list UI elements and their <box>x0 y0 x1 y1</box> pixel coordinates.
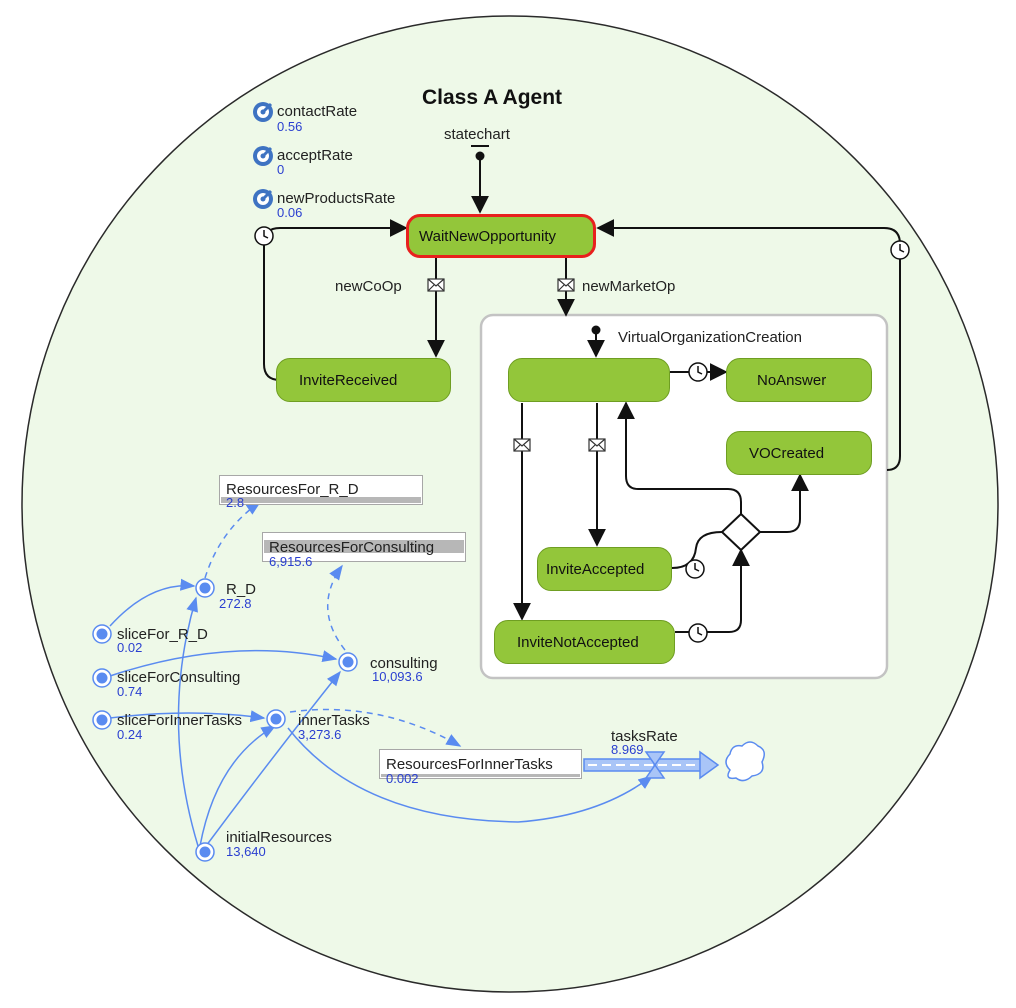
parameter-contact-rate-value: 0.56 <box>277 119 303 134</box>
cloud-sink-icon <box>725 741 765 782</box>
slice-for-inner-tasks-name[interactable]: sliceForInnerTasks <box>117 712 243 729</box>
dynamic-variable-resources-for-r-d-name: ResourcesFor_R_D <box>226 481 359 498</box>
envelope-icon <box>427 278 445 292</box>
agent-title: Class A Agent <box>422 86 563 109</box>
flow-r-d-value: 272.8 <box>219 596 252 611</box>
dynamic-variable-resources-for-r-d[interactable] <box>219 475 423 505</box>
parameter-icon <box>253 102 273 122</box>
parameter-icon <box>253 189 273 209</box>
parameter-accept-rate[interactable]: acceptRate <box>277 147 353 164</box>
dynamic-variable-resources-for-consulting-value: 6,915.6 <box>269 554 313 569</box>
tasks-rate-value: 8.969 <box>611 742 644 757</box>
flow-inner-tasks-name[interactable]: innerTasks <box>298 712 370 729</box>
envelope-icon <box>513 438 531 452</box>
parameter-icon <box>253 146 273 166</box>
state-invite-accepted[interactable]: InviteAccepted <box>537 547 672 591</box>
composite-state-name: VirtualOrganizationCreation <box>618 329 802 346</box>
slice-node-inner-tasks <box>92 710 112 730</box>
state-wait-new-opportunity[interactable]: WaitNewOpportunity <box>406 214 596 258</box>
timeout-clock-icons <box>254 226 910 643</box>
flow-consulting-value: 10,093.6 <box>372 669 423 684</box>
clock-icon <box>688 623 708 643</box>
dynamic-variable-resources-for-consulting-name: ResourcesForConsulting <box>269 539 435 556</box>
parameter-contact-rate[interactable]: contactRate <box>277 103 358 120</box>
slice-for-consulting-name[interactable]: sliceForConsulting <box>117 669 241 686</box>
transition-new-market-op-label: newMarketOp <box>582 278 676 295</box>
flow-r-d-name[interactable]: R_D <box>226 581 257 598</box>
slice-node-consulting <box>92 668 112 688</box>
slice-for-r-d-value: 0.02 <box>117 640 143 655</box>
sd-nodes <box>92 578 358 862</box>
parameter-new-products-rate-value: 0.06 <box>277 205 303 220</box>
stock-node-initial-resources <box>195 842 215 862</box>
stock-initial-resources-name[interactable]: initialResources <box>226 829 332 846</box>
dynamic-variable-resources-for-r-d-value: 2.8 <box>226 495 245 510</box>
tasks-rate-name[interactable]: tasksRate <box>611 728 678 745</box>
transition-new-co-op-label: newCoOp <box>335 278 402 295</box>
envelope-icon <box>588 438 606 452</box>
slice-for-consulting-value: 0.74 <box>117 684 143 699</box>
flow-inner-tasks-value: 3,273.6 <box>298 727 342 742</box>
flow-consulting-name[interactable]: consulting <box>370 655 438 672</box>
parameter-accept-rate-value: 0 <box>277 162 285 177</box>
state-invite-to-collaborate[interactable] <box>508 358 670 402</box>
statechart-entry-point <box>475 151 485 161</box>
state-invite-not-accepted[interactable]: InviteNotAccepted <box>494 620 675 664</box>
statechart-label: statechart <box>444 126 510 143</box>
flow-node-r-d <box>195 578 215 598</box>
dynamic-variable-resources-for-inner-tasks-value: 0.002 <box>386 771 419 786</box>
clock-icon <box>685 559 705 579</box>
composite-entry-point <box>591 325 601 335</box>
slice-for-r-d-name[interactable]: sliceFor_R_D <box>117 626 208 643</box>
stock-initial-resources-value: 13,640 <box>226 844 266 859</box>
envelope-icon <box>557 278 575 292</box>
flow-valve-icon <box>644 751 666 779</box>
dynamic-variable-bar <box>381 774 580 777</box>
message-envelope-icons <box>427 278 606 452</box>
dynamic-variable-resources-for-inner-tasks[interactable] <box>379 749 582 779</box>
sd-dependency-links <box>109 501 654 847</box>
parameter-new-products-rate[interactable]: newProductsRate <box>277 190 396 207</box>
flow-pipe <box>583 750 720 780</box>
branch-diamond[interactable] <box>720 512 762 552</box>
clock-icon <box>890 240 910 260</box>
flow-node-consulting <box>338 652 358 672</box>
dynamic-variable-bar <box>221 497 421 503</box>
slice-node-r-d <box>92 624 112 644</box>
dynamic-variable-resources-for-inner-tasks-name: ResourcesForInnerTasks <box>386 756 553 773</box>
flow-node-inner-tasks <box>266 709 286 729</box>
dynamic-variable-resources-for-consulting[interactable] <box>262 532 466 562</box>
state-vo-created[interactable]: VOCreated <box>726 431 872 475</box>
state-invite-received[interactable]: InviteReceived <box>276 358 451 402</box>
clock-icon <box>688 362 708 382</box>
slice-for-inner-tasks-value: 0.24 <box>117 727 143 742</box>
clock-icon <box>254 226 274 246</box>
dynamic-variable-bar <box>264 540 464 553</box>
state-no-answer[interactable]: NoAnswer <box>726 358 872 402</box>
